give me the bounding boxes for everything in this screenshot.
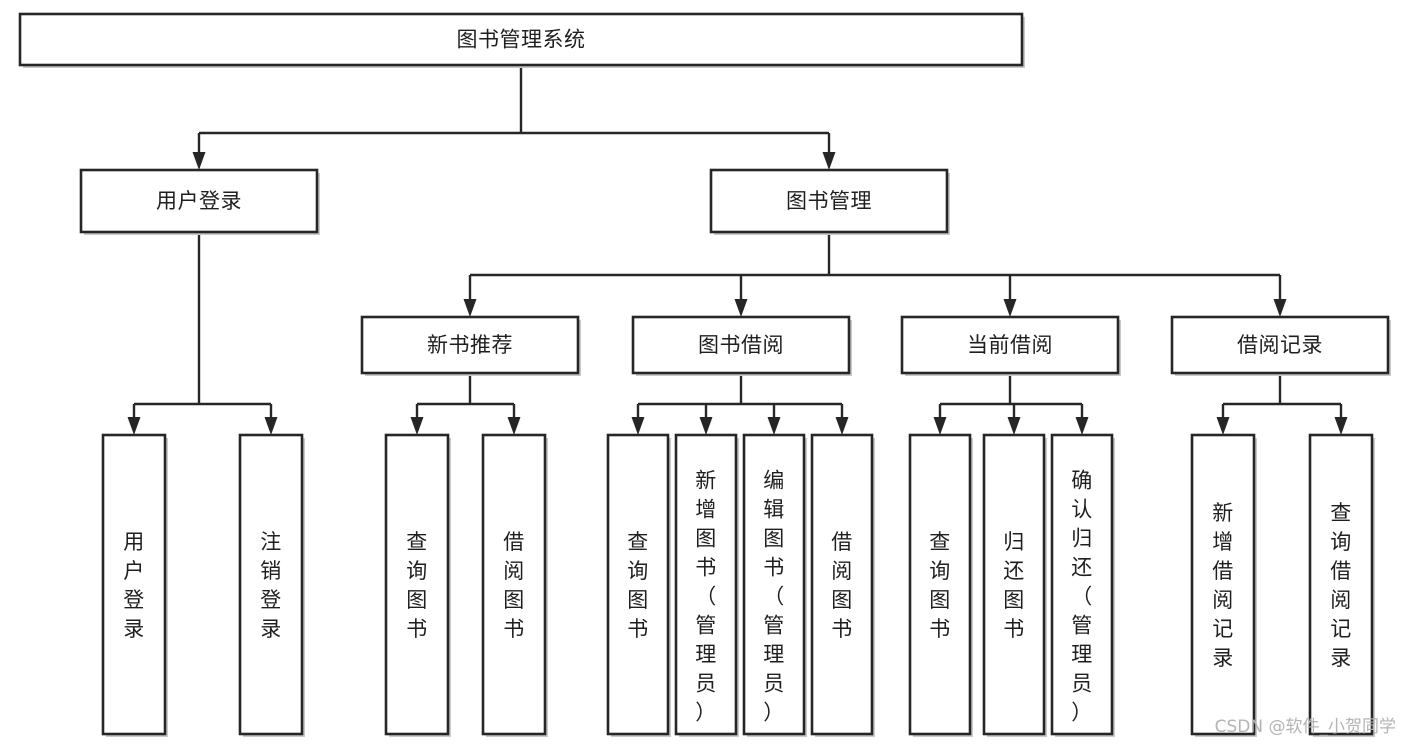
node-leaf-query-book-1[interactable]: 查询图书 [384,433,451,737]
node-box[interactable] [1308,433,1374,736]
arrowhead-icon [933,417,947,435]
node-user-login[interactable]: 用户登录 [79,168,320,235]
node-root[interactable]: 图书管理系统 [18,12,1025,68]
node-box[interactable] [1170,315,1390,375]
node-box[interactable] [606,433,670,736]
arrowhead-icon [699,417,713,435]
node-label: 图书借阅 [698,333,784,357]
node-leaf-query-book-2[interactable]: 查询图书 [606,433,671,737]
node-label: 查询借阅记录 [1330,501,1352,670]
node-box[interactable] [709,168,949,234]
node-box[interactable] [1190,433,1256,736]
node-book-manage[interactable]: 图书管理 [709,168,950,235]
node-box[interactable] [101,433,167,736]
connector-group-root [192,65,836,170]
arrowhead-icon [1075,417,1089,435]
node-borrow-record[interactable]: 借阅记录 [1170,315,1391,376]
node-leaf-query-book-3[interactable]: 查询图书 [908,433,973,737]
node-box[interactable] [481,433,547,736]
node-box[interactable] [810,433,874,736]
arrowhead-icon [410,417,424,435]
node-label: 借阅记录 [1237,333,1323,357]
node-label: 注销登录 [260,530,282,641]
node-box[interactable] [900,315,1120,375]
connector-group-user-login [127,232,278,435]
arrowhead-icon [734,299,748,317]
node-label: 用户登录 [156,189,242,213]
node-label: 查询图书 [929,530,951,641]
node-leaf-edit-book-admin[interactable]: 编辑图书（管理员） [742,433,807,737]
node-box[interactable] [384,433,450,736]
arrowhead-icon [264,417,278,435]
node-leaf-return-book[interactable]: 归还图书 [982,433,1047,737]
connector-group-book-manage [463,232,1287,317]
node-leaf-add-book-admin[interactable]: 新增图书（管理员） [674,433,739,737]
node-layer: 图书管理系统用户登录图书管理新书推荐图书借阅当前借阅借阅记录用户登录注销登录查询… [18,12,1391,737]
node-label: 借阅图书 [503,530,525,641]
node-label: 查询图书 [406,530,428,641]
arrowhead-icon [463,299,477,317]
arrowhead-icon [822,152,836,170]
node-label: 图书管理系统 [457,28,586,52]
node-label: 当前借阅 [967,333,1053,357]
node-box[interactable] [79,168,319,234]
watermark-layer: CSDN @软件_小贺同学 [1215,717,1396,737]
node-leaf-borrow-book-2[interactable]: 借阅图书 [810,433,875,737]
arrowhead-icon [1007,417,1021,435]
node-label: 借阅图书 [831,530,853,641]
node-label: 新书推荐 [427,333,513,357]
node-current-borrow[interactable]: 当前借阅 [900,315,1121,376]
node-leaf-user-login[interactable]: 用户登录 [101,433,168,737]
node-box[interactable] [18,12,1024,67]
arrowhead-icon [1273,299,1287,317]
node-label: 新增借阅记录 [1212,501,1234,670]
node-label: 编辑图书（管理员） [763,469,785,725]
connector-group-borrow-record [1216,373,1348,435]
node-label: 用户登录 [123,530,145,641]
node-label: 归还图书 [1003,530,1025,641]
node-leaf-confirm-return-admin[interactable]: 确认归还（管理员） [1050,433,1115,737]
node-leaf-add-borrow-record[interactable]: 新增借阅记录 [1190,433,1257,737]
arrowhead-icon [192,152,206,170]
node-label: 确认归还（管理员） [1071,469,1093,725]
node-box[interactable] [742,433,806,736]
node-label: 新增图书（管理员） [695,469,717,725]
arrowhead-icon [507,417,521,435]
node-label: 查询图书 [627,530,649,641]
node-box[interactable] [631,315,851,375]
node-label: 图书管理 [786,189,872,213]
node-box[interactable] [1050,433,1114,736]
arrowhead-icon [767,417,781,435]
node-book-borrow[interactable]: 图书借阅 [631,315,852,376]
arrowhead-icon [127,417,141,435]
node-box[interactable] [360,315,580,375]
csdn-watermark: CSDN @软件_小贺同学 [1215,717,1396,737]
node-leaf-query-borrow-record[interactable]: 查询借阅记录 [1308,433,1375,737]
node-leaf-borrow-book-1[interactable]: 借阅图书 [481,433,548,737]
node-box[interactable] [982,433,1046,736]
arrowhead-icon [1216,417,1230,435]
connector-group-new-book-recommend [410,373,521,435]
arrowhead-icon [1003,299,1017,317]
node-box[interactable] [674,433,738,736]
arrowhead-icon [631,417,645,435]
connector-group-book-borrow [631,373,849,435]
connector-group-current-borrow [933,373,1089,435]
node-box[interactable] [238,433,304,736]
connector-layer [127,65,1348,435]
node-leaf-logout-login[interactable]: 注销登录 [238,433,305,737]
node-new-book-recommend[interactable]: 新书推荐 [360,315,581,376]
node-box[interactable] [908,433,972,736]
arrowhead-icon [835,417,849,435]
arrowhead-icon [1334,417,1348,435]
